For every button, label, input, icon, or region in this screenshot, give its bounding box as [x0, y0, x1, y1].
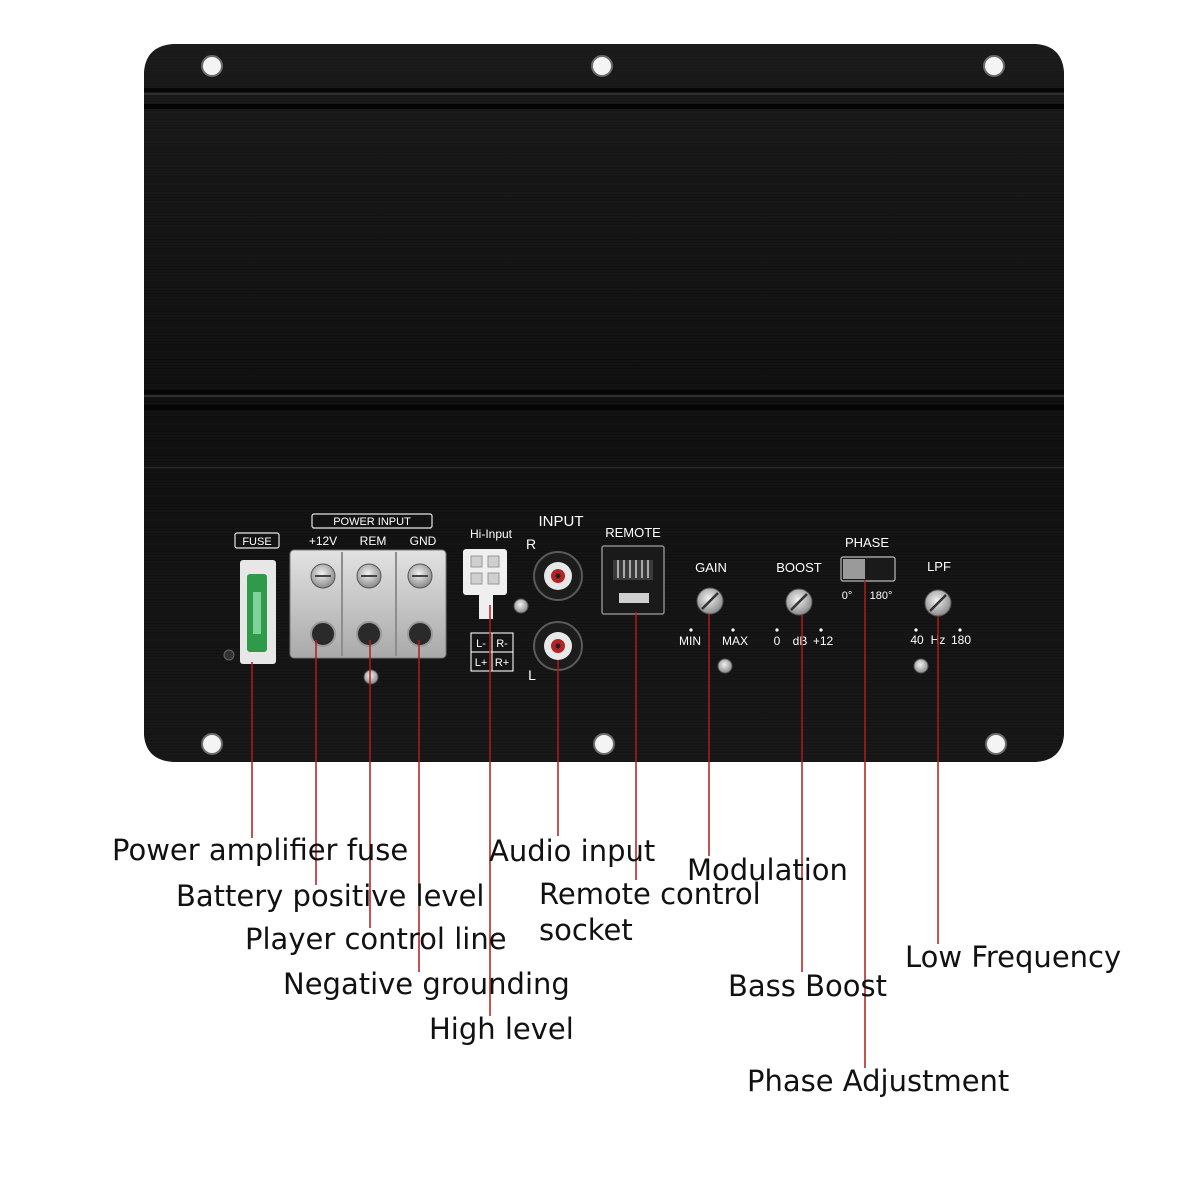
- gain-min-label: MIN: [679, 634, 701, 648]
- rca-jack-l[interactable]: [533, 621, 583, 671]
- mount-hole: [983, 55, 1005, 77]
- rca-jack-r[interactable]: [533, 551, 583, 601]
- panel-screw: [717, 658, 733, 674]
- gain-section: GAIN MIN MAX: [679, 560, 748, 674]
- callout-battery: Battery positive level: [176, 879, 485, 913]
- input-section: INPUT R L: [526, 513, 584, 683]
- boost-high-label: +12: [813, 634, 834, 648]
- panel-screw: [513, 598, 529, 614]
- boost-section: BOOST 0 dB +12: [774, 560, 834, 648]
- lpf-knob[interactable]: [924, 589, 952, 617]
- panel-screw: [913, 658, 929, 674]
- input-label: INPUT: [539, 513, 584, 530]
- lpf-label: LPF: [927, 559, 951, 574]
- callout-modulation: Modulation: [687, 853, 848, 887]
- callout-low-freq: Low Frequency: [905, 940, 1122, 974]
- channel-r-plus: R+: [495, 657, 509, 669]
- terminal-rem[interactable]: [356, 563, 382, 647]
- mount-hole: [591, 55, 613, 77]
- terminal-label-rem: REM: [360, 534, 387, 548]
- callout-player: Player control line: [245, 922, 507, 956]
- fuse-label: FUSE: [242, 536, 271, 548]
- mount-hole: [201, 55, 223, 77]
- power-input-label: POWER INPUT: [333, 516, 411, 528]
- remote-section: REMOTE: [601, 525, 665, 615]
- callout-high: High level: [429, 1012, 574, 1046]
- gain-label: GAIN: [695, 560, 727, 575]
- boost-unit-label: dB: [793, 634, 808, 648]
- boost-low-label: 0: [774, 634, 781, 648]
- hi-input-section: Hi-Input L- R- L+ R+: [463, 527, 529, 672]
- terminal-12v[interactable]: [310, 563, 336, 647]
- terminal-label-gnd: GND: [410, 534, 437, 548]
- gain-knob[interactable]: [696, 587, 724, 615]
- lpf-high-label: 180: [951, 633, 971, 647]
- terminal-gnd[interactable]: [407, 563, 433, 647]
- terminal-label-12v: +12V: [309, 534, 337, 548]
- fuse-section: FUSE: [223, 532, 280, 664]
- callout-audio: Audio input: [489, 834, 656, 868]
- amplifier-panel: [144, 44, 1064, 762]
- input-l-label: L: [528, 667, 536, 683]
- mount-hole: [201, 733, 223, 755]
- boost-label: BOOST: [776, 560, 822, 575]
- hi-input-connector[interactable]: [463, 549, 507, 595]
- fuse-led: [223, 649, 235, 661]
- phase-section: PHASE 0° 180°: [840, 535, 896, 602]
- panel-screw: [363, 669, 379, 685]
- callout-ground: Negative grounding: [283, 967, 570, 1001]
- channel-l-plus: L+: [475, 657, 488, 669]
- input-r-label: R: [526, 536, 536, 552]
- phase-low-label: 0°: [842, 590, 853, 602]
- hi-input-label: Hi-Input: [470, 527, 513, 541]
- gain-max-label: MAX: [722, 634, 748, 648]
- phase-high-label: 180°: [870, 590, 893, 602]
- callout-remote: Remote control socket: [539, 877, 761, 947]
- lpf-section: LPF 40 Hz 180: [910, 559, 971, 674]
- boost-knob[interactable]: [785, 588, 813, 616]
- phase-switch[interactable]: [840, 556, 896, 582]
- callout-phase: Phase Adjustment: [747, 1064, 1010, 1098]
- power-input-section: POWER INPUT +12V REM GND: [289, 513, 447, 685]
- channel-r-minus: R-: [496, 638, 508, 650]
- phase-label: PHASE: [845, 535, 889, 550]
- leader-lines: [251, 580, 939, 1068]
- channel-l-minus: L-: [476, 638, 486, 650]
- mount-hole: [985, 733, 1007, 755]
- callout-bass: Bass Boost: [728, 969, 887, 1003]
- callout-fuse: Power amplifier fuse: [112, 833, 409, 867]
- remote-label: REMOTE: [605, 525, 661, 540]
- lpf-low-label: 40: [910, 633, 924, 647]
- mount-hole: [593, 733, 615, 755]
